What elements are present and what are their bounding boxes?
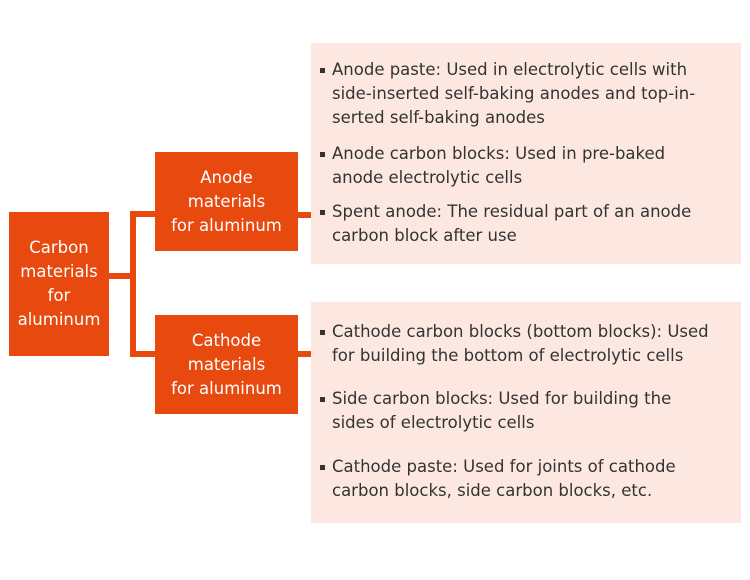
item-text: Spent anode: The residual part of an ano… bbox=[332, 202, 692, 245]
connector-anode bbox=[130, 211, 155, 217]
connector-cathode-panel bbox=[298, 351, 311, 357]
item-text: Anode carbon blocks: Used in pre-baked a… bbox=[332, 144, 666, 187]
bullet-icon bbox=[320, 465, 325, 470]
list-item: Cathode carbon blocks (bottom blocks): U… bbox=[320, 320, 733, 368]
bullet-icon bbox=[320, 152, 325, 157]
cathode-node: Cathode materials for aluminum bbox=[155, 315, 298, 414]
bullet-icon bbox=[320, 68, 325, 73]
list-item: Cathode paste: Used for joints of cathod… bbox=[320, 455, 733, 503]
connector-trunk bbox=[130, 211, 136, 357]
connector-root bbox=[109, 273, 133, 279]
root-node: Carbon materials for aluminum bbox=[9, 212, 109, 356]
item-text: Side carbon blocks: Used for building th… bbox=[332, 389, 672, 432]
list-item: Anode carbon blocks: Used in pre-baked a… bbox=[320, 142, 733, 190]
bullet-icon bbox=[320, 330, 325, 335]
list-item: Spent anode: The residual part of an ano… bbox=[320, 200, 733, 248]
cathode-details-panel: Cathode carbon blocks (bottom blocks): U… bbox=[311, 302, 741, 523]
bullet-icon bbox=[320, 210, 325, 215]
anode-node: Anode materials for aluminum bbox=[155, 152, 298, 251]
connector-cathode bbox=[130, 351, 155, 357]
bullet-icon bbox=[320, 397, 325, 402]
connector-anode-panel bbox=[298, 212, 311, 218]
item-text: Anode paste: Used in electrolytic cells … bbox=[332, 60, 696, 127]
list-item: Side carbon blocks: Used for building th… bbox=[320, 387, 733, 435]
list-item: Anode paste: Used in electrolytic cells … bbox=[320, 58, 733, 130]
item-text: Cathode paste: Used for joints of cathod… bbox=[332, 457, 676, 500]
item-text: Cathode carbon blocks (bottom blocks): U… bbox=[332, 322, 709, 365]
anode-details-panel: Anode paste: Used in electrolytic cells … bbox=[311, 43, 741, 264]
